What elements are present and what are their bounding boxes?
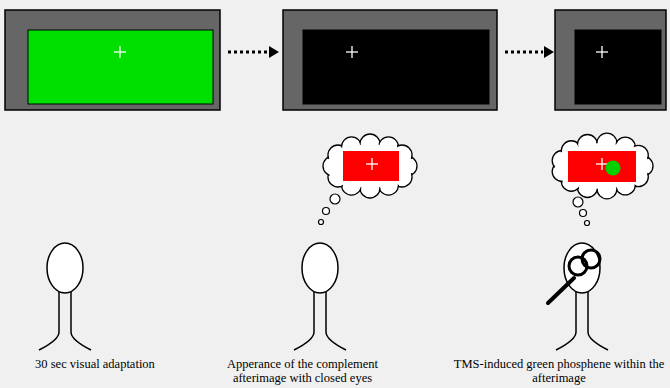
thought-bubble [323, 134, 417, 198]
person-figure [294, 243, 346, 350]
afterimage [568, 151, 636, 182]
monitor-frame [555, 10, 666, 110]
fixation-cross [346, 46, 358, 58]
caption-text: Apperance of the complement afterimage w… [200, 357, 405, 385]
monitor-screen [303, 30, 489, 104]
person-figure [556, 243, 608, 350]
thought-trail [573, 197, 590, 226]
caption-text: TMS-induced green phosphene within the a… [448, 357, 670, 385]
caption-text: 30 sec visual adaptation [0, 357, 190, 371]
fixation-cross [114, 46, 126, 58]
thought-bubble [552, 133, 653, 199]
monitor-frame [5, 10, 220, 110]
afterimage [343, 151, 399, 181]
monitor-frame [283, 10, 497, 110]
monitor [555, 10, 666, 110]
tms-coil [548, 250, 600, 303]
monitor-screen [575, 30, 661, 104]
phosphene [606, 161, 621, 176]
dotted-arrow [228, 46, 279, 58]
person-figure [39, 243, 91, 350]
monitor [283, 10, 497, 110]
thought-trail [319, 194, 341, 225]
dotted-arrow [505, 46, 554, 58]
monitor [5, 10, 220, 110]
fixation-cross [366, 158, 378, 170]
monitor-screen [28, 30, 213, 104]
fixation-cross [596, 46, 608, 58]
